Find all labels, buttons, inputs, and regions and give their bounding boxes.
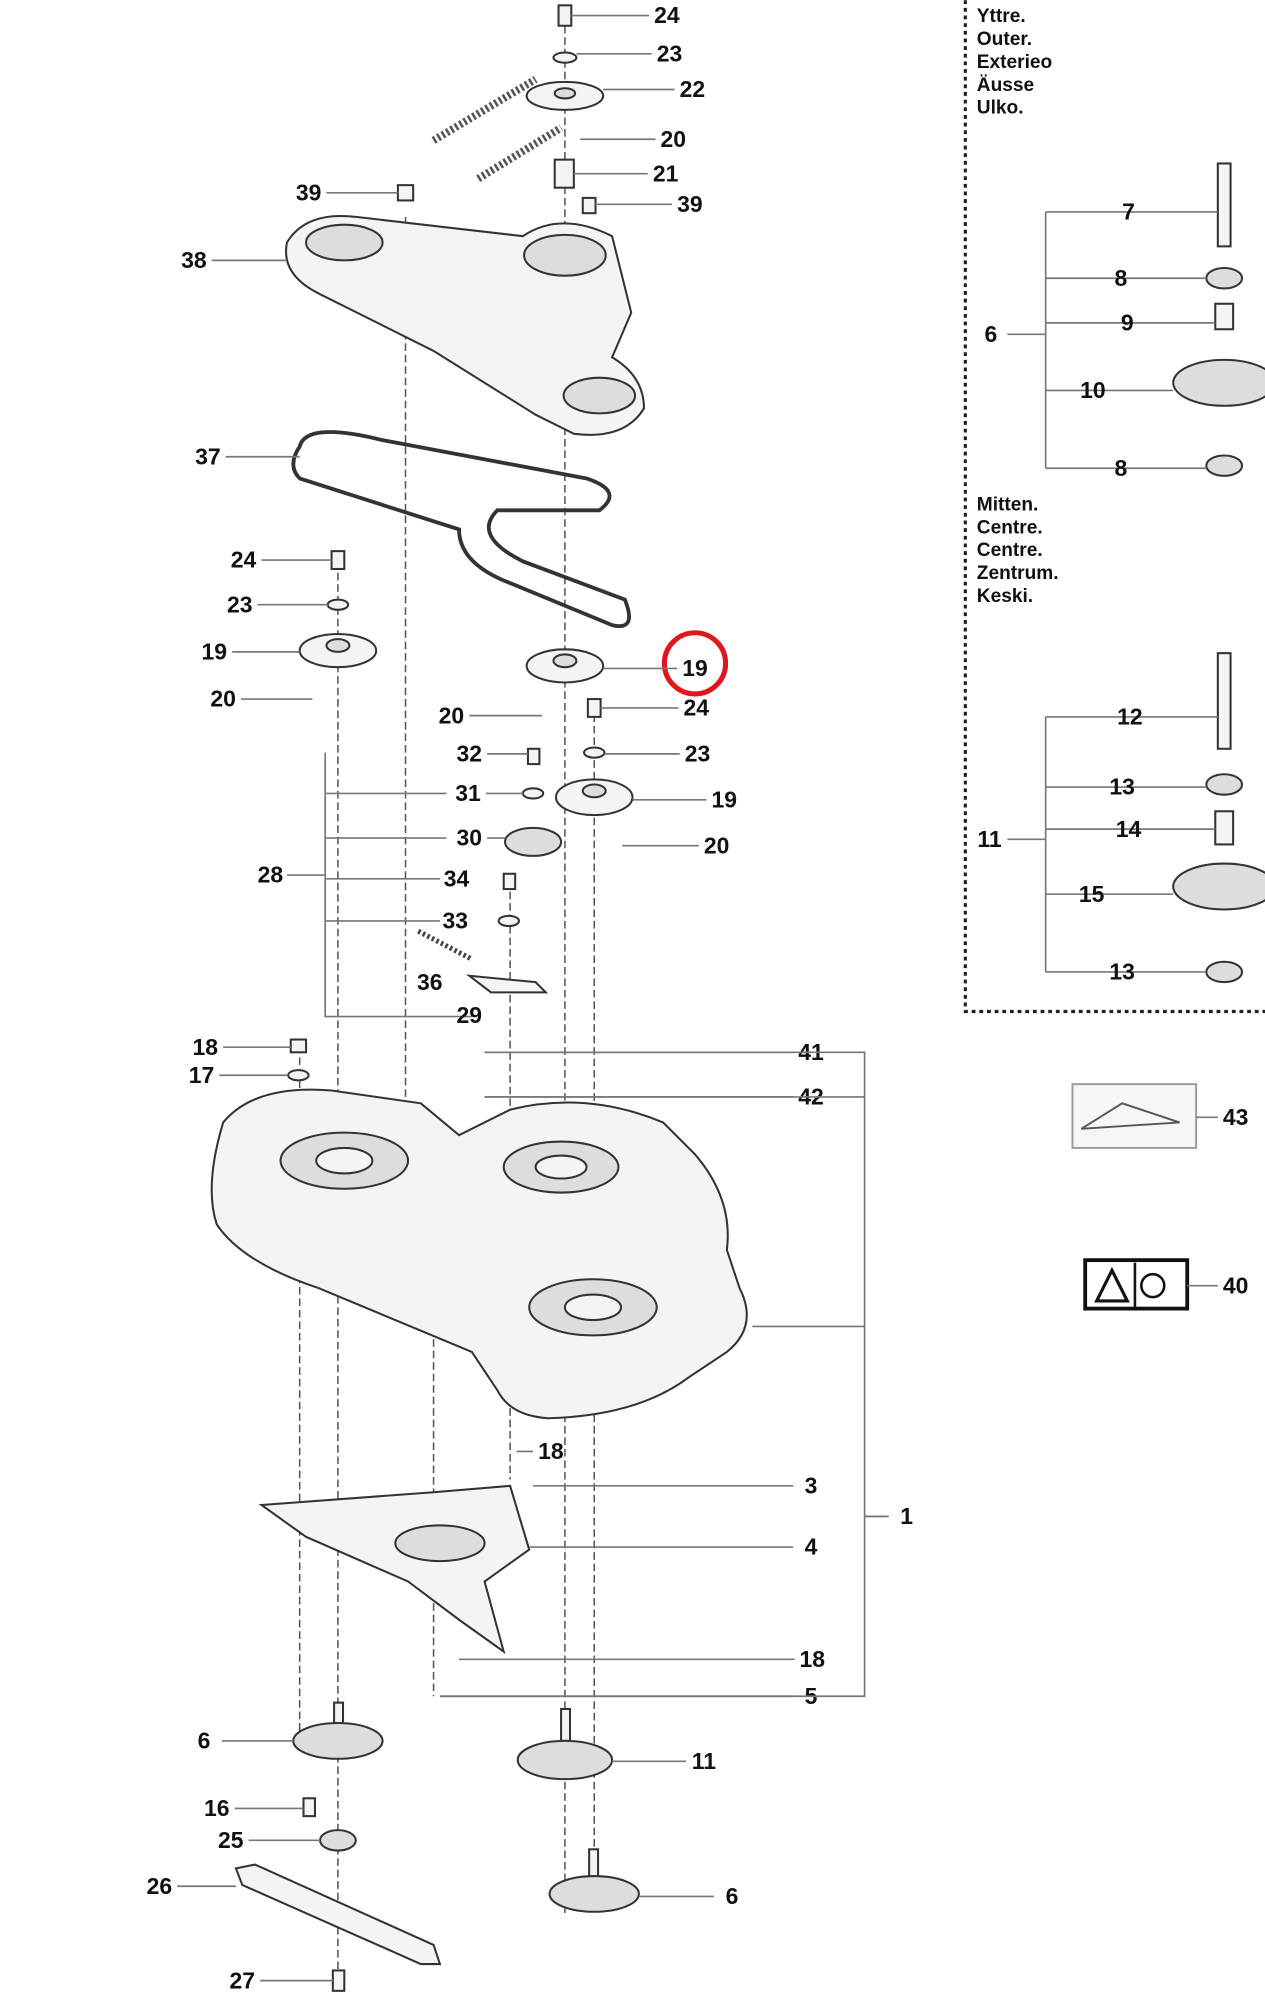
part-callout[interactable]: 22	[680, 76, 706, 102]
part-callout[interactable]: 6	[984, 321, 997, 347]
part-callout[interactable]: 14	[1116, 816, 1142, 842]
part-callout[interactable]: 18	[800, 1646, 826, 1672]
part-callout[interactable]: 33	[442, 908, 468, 934]
inset-heading-outer: Ulko.	[977, 98, 1024, 119]
part-callout[interactable]: 13	[1109, 959, 1135, 985]
part-callout[interactable]: 11	[977, 826, 1001, 852]
part-callout[interactable]: 38	[181, 247, 207, 273]
part-callout[interactable]: 43	[1223, 1104, 1249, 1130]
drive-belt	[291, 430, 631, 628]
part-callout[interactable]: 19	[201, 639, 227, 665]
part-callout[interactable]: 11	[692, 1748, 716, 1774]
inset-heading-centre: Mitten.	[977, 494, 1039, 515]
deflector-plate	[258, 1484, 531, 1655]
part-callout[interactable]: 16	[204, 1795, 230, 1821]
part-callout[interactable]: 8	[1115, 455, 1128, 481]
part-callout[interactable]: 6	[726, 1883, 739, 1909]
blade	[234, 1863, 442, 1966]
part-callout[interactable]: 20	[661, 126, 687, 152]
leader-line	[1187, 1116, 1218, 1287]
part-callout[interactable]: 27	[230, 1967, 256, 1993]
part-callout[interactable]: 9	[1121, 310, 1134, 336]
part-callout[interactable]: 39	[677, 191, 703, 217]
part-callout[interactable]: 28	[258, 862, 284, 888]
part-callout[interactable]: 24	[684, 695, 710, 721]
part-callout[interactable]: 23	[685, 741, 711, 767]
part-callout[interactable]: 21	[653, 160, 679, 186]
part-callout[interactable]: 30	[457, 825, 483, 851]
part-callout[interactable]: 18	[538, 1438, 564, 1464]
part-callout[interactable]: 20	[210, 686, 236, 712]
inset-heading-outer: Exterieo	[977, 52, 1052, 73]
decal-43	[1071, 1083, 1198, 1149]
part-callout[interactable]: 13	[1109, 774, 1135, 800]
part-callout[interactable]: 37	[195, 443, 221, 469]
part-callout[interactable]: 24	[231, 547, 257, 573]
part-callout[interactable]: 19	[682, 655, 708, 681]
assembly-bracket	[439, 1051, 887, 1698]
inset-heading-outer: Äusse	[977, 75, 1034, 96]
inset-heading-outer: Yttre.	[977, 6, 1026, 27]
part-callout[interactable]: 29	[457, 1002, 483, 1028]
spindles	[234, 1701, 640, 1992]
part-callout[interactable]: 32	[457, 741, 483, 767]
inset-heading-centre: Keski.	[977, 586, 1033, 607]
part-callout[interactable]: 23	[657, 40, 683, 66]
part-callout[interactable]: 25	[218, 1827, 244, 1853]
part-callout[interactable]: 23	[227, 591, 253, 617]
inset-heading-centre: Centre.	[977, 540, 1043, 561]
part-callout[interactable]: 24	[654, 2, 680, 28]
part-callout[interactable]: 40	[1223, 1272, 1249, 1298]
part-callout[interactable]: 34	[444, 866, 470, 892]
part-callout[interactable]: 20	[439, 702, 465, 728]
mower-deck	[210, 1088, 748, 1420]
part-callout[interactable]: 6	[198, 1728, 211, 1754]
part-callout[interactable]: 39	[296, 179, 322, 205]
part-callout[interactable]: 7	[1122, 199, 1135, 225]
decal-40-warning	[1083, 1258, 1190, 1311]
part-callout[interactable]: 20	[704, 832, 730, 858]
inset-heading-centre: Zentrum.	[977, 563, 1059, 584]
part-callout[interactable]: 3	[805, 1473, 818, 1499]
inset-border	[963, 0, 1265, 1014]
part-callout[interactable]: 15	[1079, 881, 1105, 907]
part-callout[interactable]: 4	[805, 1534, 818, 1560]
top-pulley-assembly	[431, 4, 605, 215]
highlight-circle	[661, 630, 729, 697]
part-callout[interactable]: 12	[1117, 704, 1143, 730]
inset-heading-outer: Outer.	[977, 29, 1032, 50]
part-callout[interactable]: 26	[147, 1873, 173, 1899]
inset-heading-centre: Centre.	[977, 517, 1043, 538]
idler-pulleys	[298, 550, 634, 994]
part-callout[interactable]: 8	[1115, 265, 1128, 291]
part-callout[interactable]: 19	[712, 786, 738, 812]
part-callout[interactable]: 10	[1080, 377, 1106, 403]
part-callout[interactable]: 31	[455, 780, 481, 806]
part-callout[interactable]: 1	[900, 1503, 913, 1529]
part-callout[interactable]: 18	[193, 1034, 219, 1060]
part-callout[interactable]: 36	[417, 969, 443, 995]
inset-spindle-parts	[1007, 162, 1265, 984]
part-callout[interactable]: 17	[189, 1062, 215, 1088]
